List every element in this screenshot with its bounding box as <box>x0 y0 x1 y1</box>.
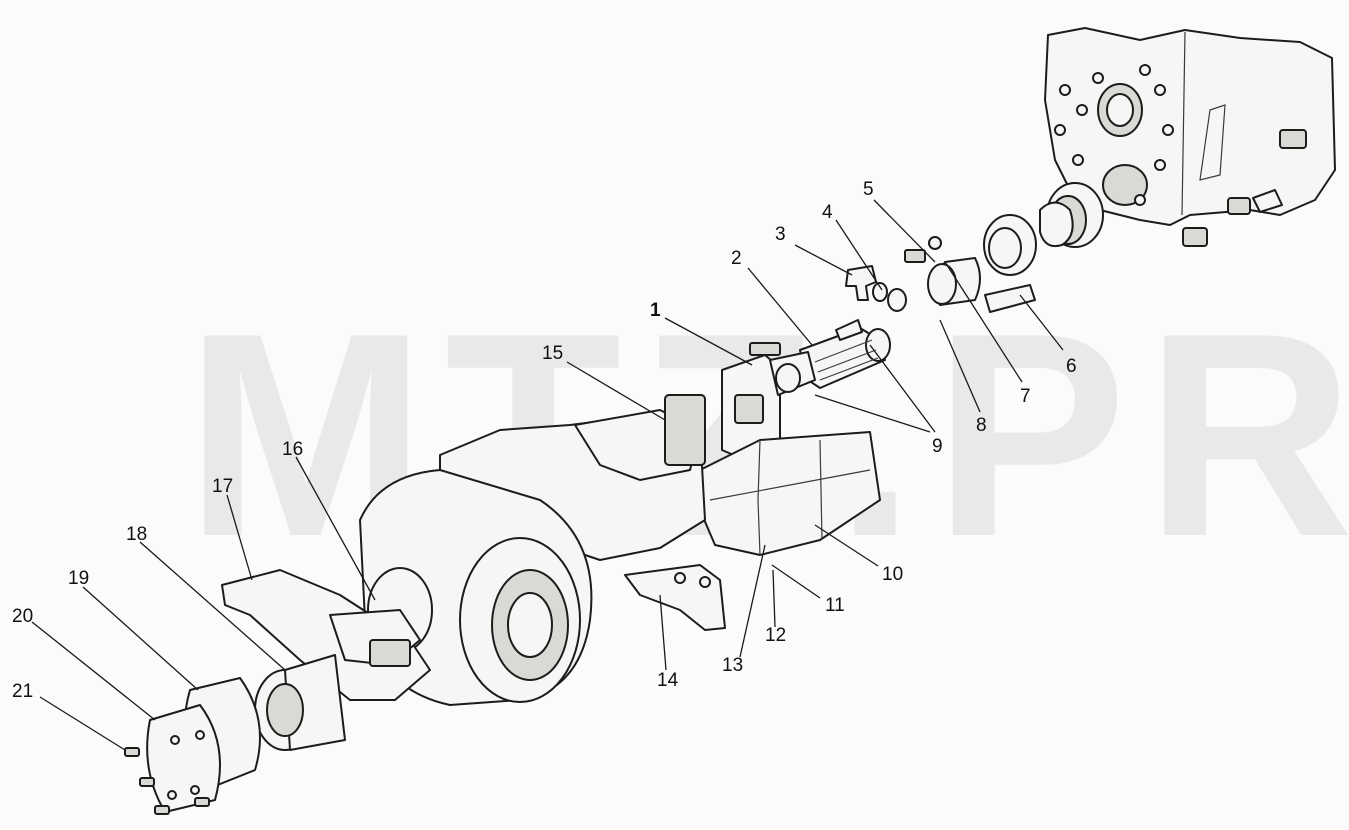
drive-shaft <box>799 319 891 389</box>
callout-1: 1 <box>650 300 661 321</box>
gasket-and-cover <box>146 677 261 813</box>
gearbox-housing <box>1044 27 1336 247</box>
callout-20: 20 <box>12 606 33 627</box>
callout-3: 3 <box>775 224 786 245</box>
callout-16: 16 <box>282 439 303 460</box>
flange-yoke <box>721 342 816 461</box>
callout-13: 13 <box>722 655 743 676</box>
callout-19: 19 <box>68 568 89 589</box>
callout-4: 4 <box>822 202 833 223</box>
callout-2: 2 <box>731 248 742 269</box>
callout-15: 15 <box>542 343 563 364</box>
callout-9: 9 <box>932 436 943 457</box>
callout-11: 11 <box>825 595 845 616</box>
coupling-rings <box>904 182 1104 313</box>
callout-7: 7 <box>1020 386 1031 407</box>
callout-8: 8 <box>976 415 987 436</box>
bolts <box>124 747 210 815</box>
leader-lines <box>31 199 1064 751</box>
bearing-sleeve <box>254 654 346 751</box>
callout-14: 14 <box>657 670 679 691</box>
callout-17: 17 <box>212 476 233 497</box>
callout-12: 12 <box>765 625 786 646</box>
callout-10: 10 <box>882 564 903 585</box>
callout-21: 21 <box>12 681 33 702</box>
cross-piece <box>845 265 907 312</box>
axle-housing <box>359 394 706 706</box>
final-drive-cover <box>699 431 881 556</box>
callout-6: 6 <box>1066 356 1077 377</box>
callout-18: 18 <box>126 524 147 545</box>
lever-arm <box>624 564 726 631</box>
mounting-bracket <box>221 569 431 701</box>
callout-labels: 1 2 3 4 5 6 7 8 9 10 11 12 13 14 15 16 1… <box>12 179 1077 702</box>
callout-5: 5 <box>863 179 874 200</box>
